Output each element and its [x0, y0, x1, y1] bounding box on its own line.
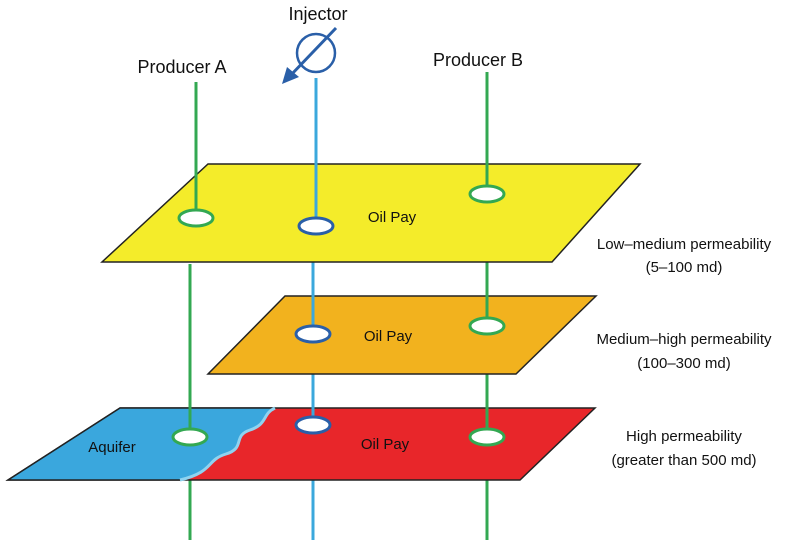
producer-a-label: Producer A — [137, 57, 226, 77]
producer-b-perforation-top — [468, 184, 506, 204]
middle-permeability-label: Medium–high permeability — [596, 331, 772, 348]
injector-label: Injector — [288, 4, 347, 24]
injector-arrow-icon — [288, 26, 338, 78]
top-permeability-label: Low–medium permeability — [597, 236, 772, 253]
bottom-permeability-label: High permeability — [626, 428, 742, 445]
injector-perforation-top — [297, 216, 335, 236]
producer-a-perforation-top — [177, 208, 215, 228]
producer-b-label: Producer B — [433, 50, 523, 70]
middle-permeability-range: (100–300 md) — [637, 355, 730, 372]
top-permeability-range: (5–100 md) — [646, 259, 723, 276]
middle-layer-label: Oil Pay — [364, 328, 413, 345]
top-layer-oil-pay — [100, 163, 642, 263]
producer-a-perforation-bottom — [171, 427, 209, 447]
bottom-layer-label: Oil Pay — [361, 436, 410, 453]
injector-perforation-middle — [294, 324, 332, 344]
injector-perforation-bottom — [294, 415, 332, 435]
middle-layer-oil-pay — [206, 295, 598, 375]
top-layer-label: Oil Pay — [368, 209, 417, 226]
producer-b-perforation-middle — [468, 316, 506, 336]
bottom-permeability-range: (greater than 500 md) — [611, 452, 756, 469]
producer-b-perforation-bottom — [468, 427, 506, 447]
injector-arrowhead-icon — [282, 67, 299, 84]
aquifer-boundary — [179, 406, 276, 482]
aquifer-label: Aquifer — [88, 439, 136, 456]
injector-wellhead-icon — [295, 32, 337, 74]
